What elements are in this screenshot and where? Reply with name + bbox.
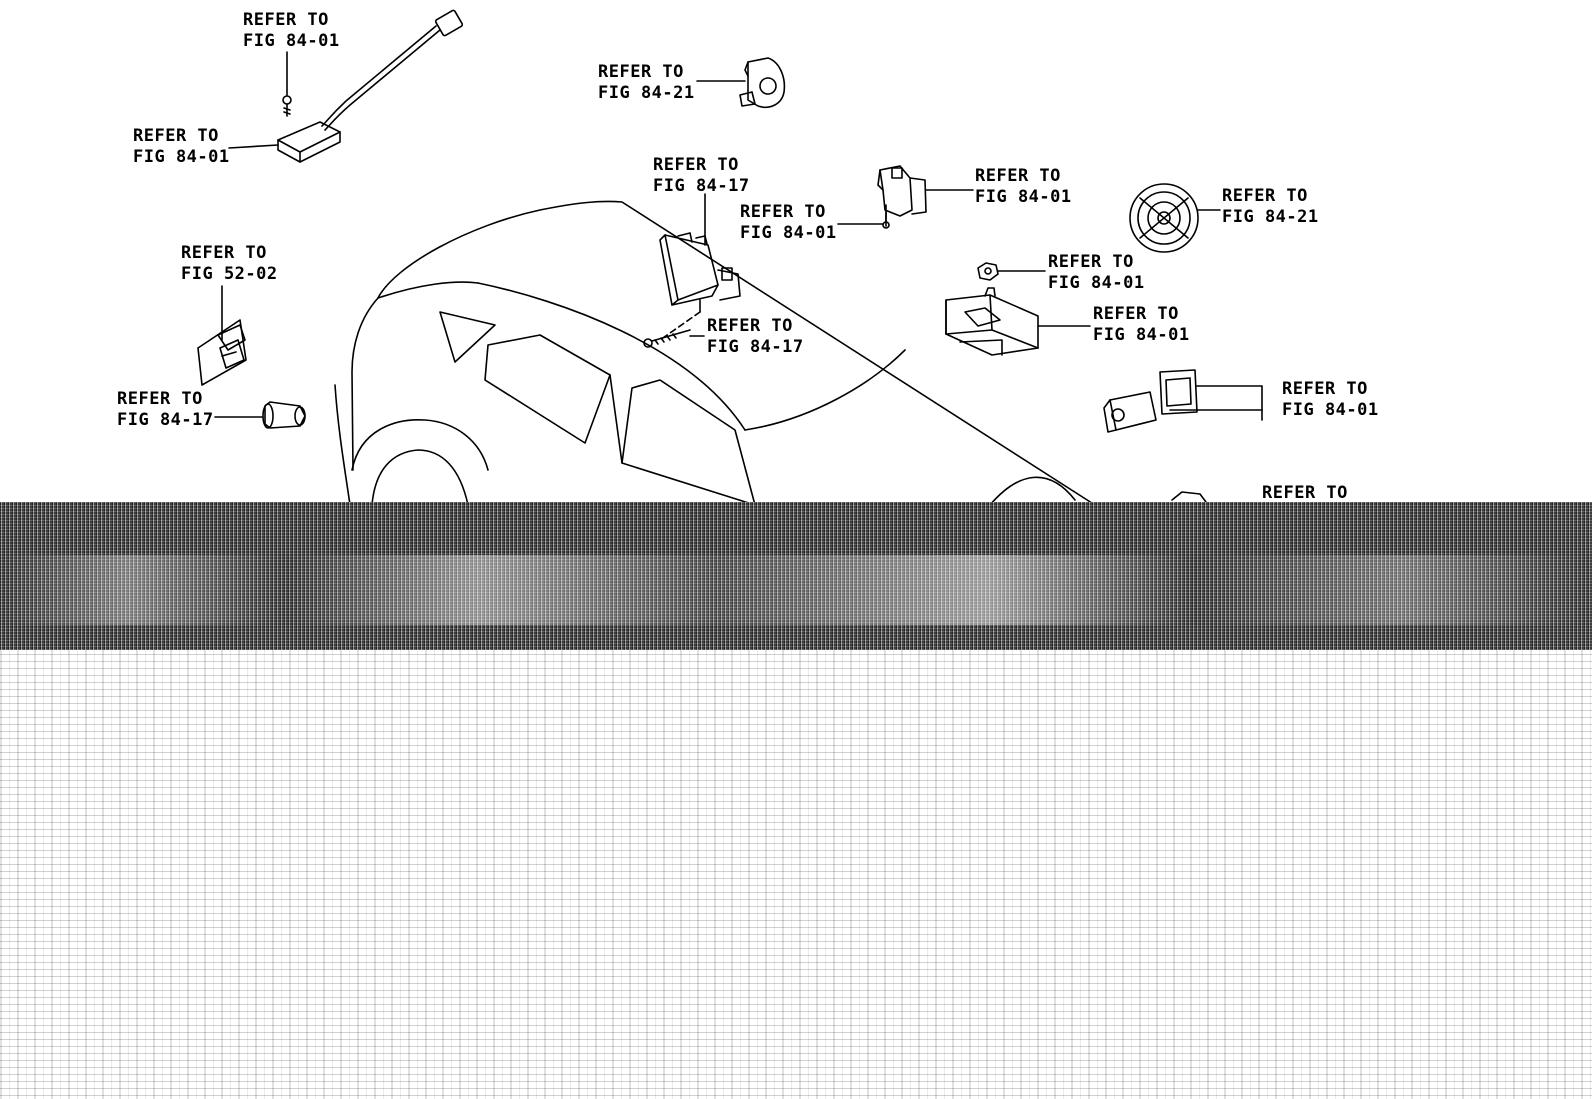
callout-line: REFER TO xyxy=(117,389,203,409)
callout-line: REFER TO xyxy=(1222,186,1308,206)
callout-line: REFER TO xyxy=(1048,252,1134,272)
image-noise-streak xyxy=(0,555,1592,625)
bolt-icon xyxy=(643,329,705,348)
callout-fig-84-01-top-left[interactable]: REFER TO FIG 84-01 xyxy=(243,10,340,52)
image-noise-band-light xyxy=(0,650,1592,1099)
callout-figure-ref: FIG 84-21 xyxy=(598,83,695,103)
callout-figure-ref: FIG 52-02 xyxy=(181,264,278,284)
callout-figure-ref: FIG 84-01 xyxy=(1093,325,1190,345)
callout-figure-ref: FIG 84-01 xyxy=(133,147,230,167)
callout-figure-ref: FIG 84-17 xyxy=(117,410,214,430)
callout-figure-ref: FIG 84-17 xyxy=(707,337,804,357)
callout-line: REFER TO xyxy=(1093,304,1179,324)
nut-icon xyxy=(977,262,1046,281)
sensor-icon xyxy=(696,57,786,108)
callout-fig-84-01-sensor[interactable]: REFER TO FIG 84-01 xyxy=(975,166,1072,208)
callout-figure-ref: FIG 84-01 xyxy=(243,31,340,51)
callout-fig-84-21-horn[interactable]: REFER TO FIG 84-21 xyxy=(1222,186,1319,228)
callout-line: REFER TO xyxy=(181,243,267,263)
callout-fig-84-01-switch[interactable]: REFER TO FIG 84-01 xyxy=(1282,379,1379,421)
callout-line: REFER TO xyxy=(707,316,793,336)
callout-fig-84-17-module[interactable]: REFER TO FIG 84-17 xyxy=(653,155,750,197)
callout-fig-84-21-top[interactable]: REFER TO FIG 84-21 xyxy=(598,62,695,104)
cut-off-part-icon xyxy=(1171,491,1207,503)
screw-icon xyxy=(282,51,292,117)
callout-figure-ref: FIG 84-01 xyxy=(975,187,1072,207)
callout-line: REFER TO xyxy=(243,10,329,30)
plug-icon xyxy=(214,401,306,429)
callout-figure-ref: FIG 84-17 xyxy=(653,176,750,196)
antenna-cable-assembly xyxy=(277,9,464,163)
callout-fig-84-17-bolt[interactable]: REFER TO FIG 84-17 xyxy=(707,316,804,358)
callout-line: REFER TO xyxy=(740,202,826,222)
callout-fig-84-17-plug[interactable]: REFER TO FIG 84-17 xyxy=(117,389,214,431)
horn-icon xyxy=(1129,183,1221,253)
switch-icon xyxy=(1103,369,1263,433)
callout-figure-ref: FIG 84-01 xyxy=(1282,400,1379,420)
callout-figure-ref: FIG 84-01 xyxy=(1048,273,1145,293)
callout-fig-52-02-bracket[interactable]: REFER TO FIG 52-02 xyxy=(181,243,278,285)
callout-figure-ref: FIG 84-21 xyxy=(1222,207,1319,227)
callout-line: REFER TO xyxy=(653,155,739,175)
callout-line: REFER TO xyxy=(1282,379,1368,399)
callout-fig-84-01-relay[interactable]: REFER TO FIG 84-01 xyxy=(1093,304,1190,346)
callout-figure-ref: FIG 84-01 xyxy=(740,223,837,243)
relay-block-icon xyxy=(945,287,1091,356)
callout-fig-84-01-screw[interactable]: REFER TO FIG 84-01 xyxy=(740,202,837,244)
callout-cut-off[interactable]: REFER TO xyxy=(1262,483,1348,504)
callout-line: REFER TO xyxy=(598,62,684,82)
vehicle-outline xyxy=(334,200,1096,506)
callout-fig-84-01-antenna[interactable]: REFER TO FIG 84-01 xyxy=(133,126,230,168)
callout-line: REFER TO xyxy=(975,166,1061,186)
bracket-icon xyxy=(197,285,247,386)
callout-fig-84-01-nut[interactable]: REFER TO FIG 84-01 xyxy=(1048,252,1145,294)
callout-line: REFER TO xyxy=(133,126,219,146)
sensor-bracket-icon xyxy=(837,165,974,229)
callout-line: REFER TO xyxy=(1262,483,1348,503)
